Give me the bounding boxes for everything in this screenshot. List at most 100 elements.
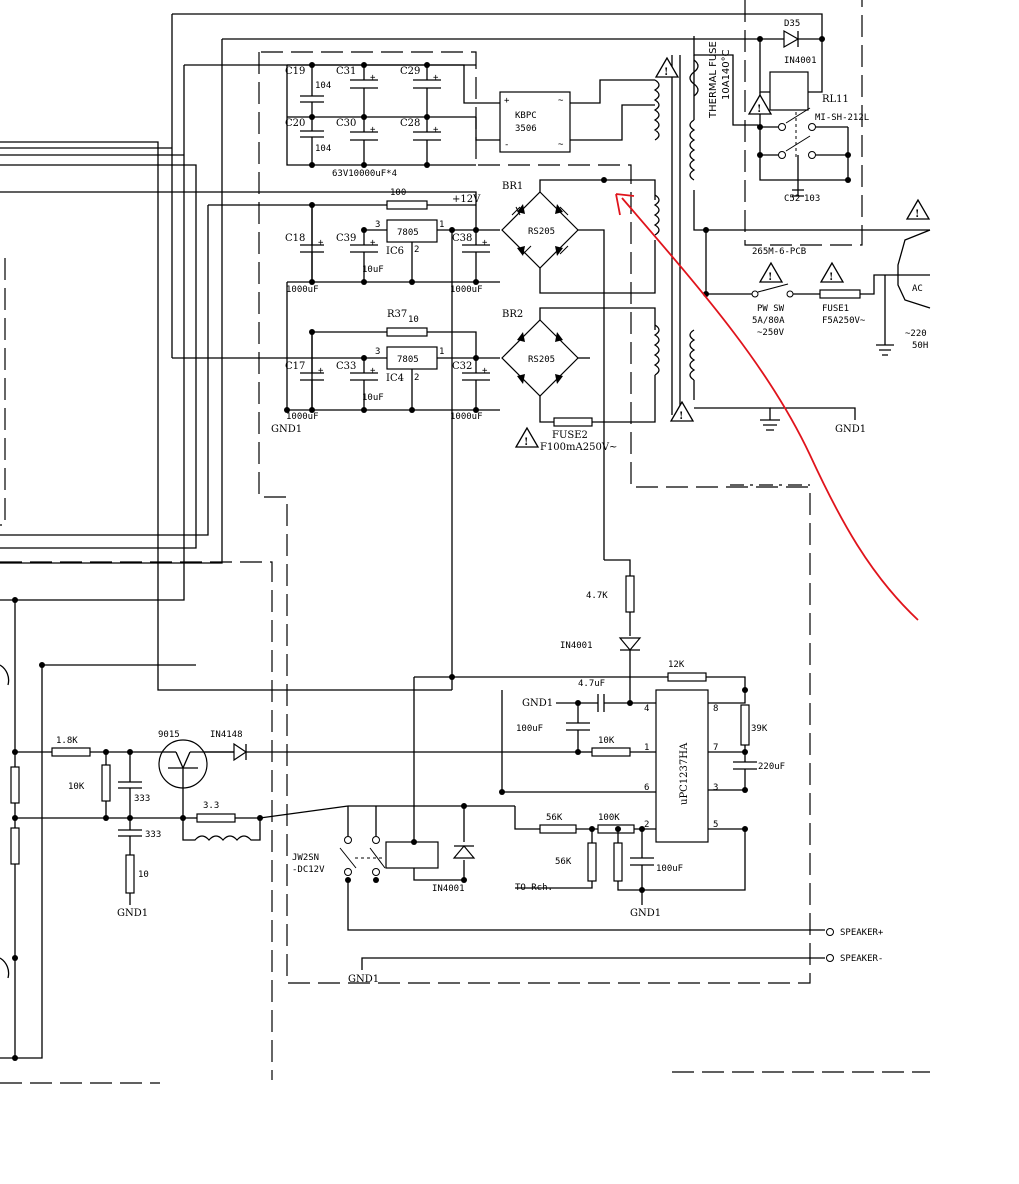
pin-7: 7 — [713, 743, 718, 753]
label-104-a: 104 — [315, 81, 331, 91]
pin-1-a: 1 — [439, 220, 444, 230]
label-caps4: 63V10000uF*4 — [332, 169, 397, 179]
speaker-relay: JW2SN -DC12V IN4001 SPEAKER+ SPEAKER- GN… — [292, 803, 884, 985]
svg-text:-: - — [504, 140, 509, 150]
label-c20: C20 — [285, 118, 305, 129]
label-100k: 100K — [598, 813, 620, 823]
label-c19: C19 — [285, 66, 305, 77]
warning-triangle-icon: ! — [758, 261, 784, 283]
label-fuse1: FUSE1 — [822, 304, 849, 314]
bridge-rectifier-br1: RS205 BR1 — [501, 177, 656, 560]
label-4-7uf: 4.7uF — [578, 679, 605, 689]
label-10: 10 — [138, 870, 149, 880]
label-reg-b: 7805 — [397, 355, 419, 365]
label-pw-rating2: ~250V — [757, 328, 785, 338]
svg-text:!: ! — [524, 437, 528, 448]
svg-text:+: + — [370, 73, 376, 83]
svg-text:!: ! — [757, 104, 761, 115]
label-ic4: IC4 — [386, 373, 404, 384]
svg-text:~: ~ — [558, 140, 564, 150]
pin-1-b: 1 — [439, 347, 444, 357]
svg-text:+: + — [433, 73, 439, 83]
label-r37: R37 — [387, 309, 407, 320]
label-br2: BR2 — [502, 309, 523, 320]
label-220uf: 220uF — [758, 762, 785, 772]
label-gnd-right: GND1 — [835, 424, 866, 435]
label-ac-freq: 50H — [912, 341, 928, 351]
label-c52: C52 — [784, 194, 800, 204]
label-rl11: RL11 — [822, 94, 849, 105]
label-in4001-relay: IN4001 — [784, 56, 817, 66]
pin-3-a: 3 — [375, 220, 380, 230]
warning-triangles: ! ! ! ! ! ! ! — [514, 56, 931, 448]
label-gnd-left: GND1 — [117, 908, 148, 919]
label-fuse1-rating: F5A250V~ — [822, 316, 866, 326]
label-10k-a: 10K — [68, 782, 85, 792]
label-c39: C39 — [336, 233, 356, 244]
label-9015: 9015 — [158, 730, 180, 740]
pin-5: 5 — [713, 820, 718, 830]
label-gnd-main: GND1 — [271, 424, 302, 435]
label-1-8k: 1.8K — [56, 736, 78, 746]
label-c38: C38 — [452, 233, 472, 244]
warning-triangle-icon: ! — [669, 400, 695, 422]
label-4-7k: 4.7K — [586, 591, 608, 601]
bus-wires — [0, 13, 823, 1059]
label-in4001-b: IN4001 — [560, 641, 593, 651]
label-gnd-spk: GND1 — [348, 974, 379, 985]
label-ac: AC — [912, 284, 923, 294]
label-1000uf-a: 1000uF — [286, 285, 319, 295]
label-fuse2: FUSE2 — [552, 430, 588, 441]
label-thermal-rating: 10A140°C — [721, 49, 732, 100]
warning-triangle-icon: ! — [514, 426, 540, 448]
label-gnd-prot: GND1 — [522, 698, 553, 709]
label-c18: C18 — [285, 233, 305, 244]
svg-text:~: ~ — [558, 96, 564, 106]
label-c52-value: 103 — [804, 194, 820, 204]
regulator-section-upper: 7805 C18 C39 C38 IC6 3 1 2 10uF 1000uF 1… — [285, 188, 500, 295]
label-pw-rating1: 5A/80A — [752, 316, 785, 326]
svg-text:!: ! — [679, 411, 683, 422]
regulator-section-lower: 7805 C17 C33 C32 IC4 3 1 2 10uF 1000uF 1… — [271, 227, 500, 690]
label-r37-value: 10 — [408, 315, 419, 325]
label-12k: 12K — [668, 660, 685, 670]
label-ac-voltage: ~220 — [905, 329, 927, 339]
label-10k-b: 10K — [598, 736, 615, 746]
pin-2: 2 — [644, 820, 649, 830]
pin-2-a: 2 — [414, 245, 419, 255]
label-pw-sw: PW SW — [757, 304, 785, 314]
svg-text:+: + — [318, 238, 324, 248]
label-ic-prot: uPC1237HA — [679, 742, 690, 805]
pin-3: 3 — [713, 783, 718, 793]
label-1000uf-b: 1000uF — [450, 285, 483, 295]
speaker-protection-circuit: 4.7K IN4001 uPC1237HA 4 8 1 7 6 3 2 5 12… — [190, 559, 785, 919]
pin-8: 8 — [713, 704, 718, 714]
label-speaker-neg: SPEAKER- — [840, 954, 883, 964]
warning-triangle-icon: ! — [747, 93, 773, 115]
pin-3-b: 3 — [375, 347, 380, 357]
label-plus12v: +12V — [452, 194, 481, 205]
power-relay-block: D35 IN4001 RL11 MI-SH-212L C52 103 — [757, 19, 869, 204]
label-1000uf-c: 1000uF — [286, 412, 319, 422]
warning-triangle-icon: ! — [905, 198, 931, 220]
power-transformer: THERMAL FUSE 10A140°C — [653, 36, 862, 415]
label-gnd-bot: GND1 — [630, 908, 661, 919]
label-in4001-c: IN4001 — [432, 884, 465, 894]
svg-text:!: ! — [829, 272, 833, 283]
label-10uf-b: 10uF — [362, 393, 384, 403]
svg-text:!: ! — [768, 272, 772, 283]
kbpc-bridge-rectifier: KBPC 3506 +- ~~ — [499, 79, 655, 153]
label-fuse2-rating: F100mA250V~ — [540, 442, 617, 453]
pin-1: 1 — [644, 743, 649, 753]
label-to-rch: TO Rch. — [515, 883, 553, 893]
warning-triangle-icon: ! — [819, 261, 845, 283]
label-1000uf-d: 1000uF — [450, 412, 483, 422]
label-c32: C32 — [452, 361, 472, 372]
label-c28: C28 — [400, 118, 420, 129]
label-jw2sn: JW2SN — [292, 853, 319, 863]
label-100uf-a: 100uF — [516, 724, 543, 734]
label-in4148: IN4148 — [210, 730, 243, 740]
svg-text:+: + — [318, 366, 324, 376]
label-c31: C31 — [336, 66, 356, 77]
